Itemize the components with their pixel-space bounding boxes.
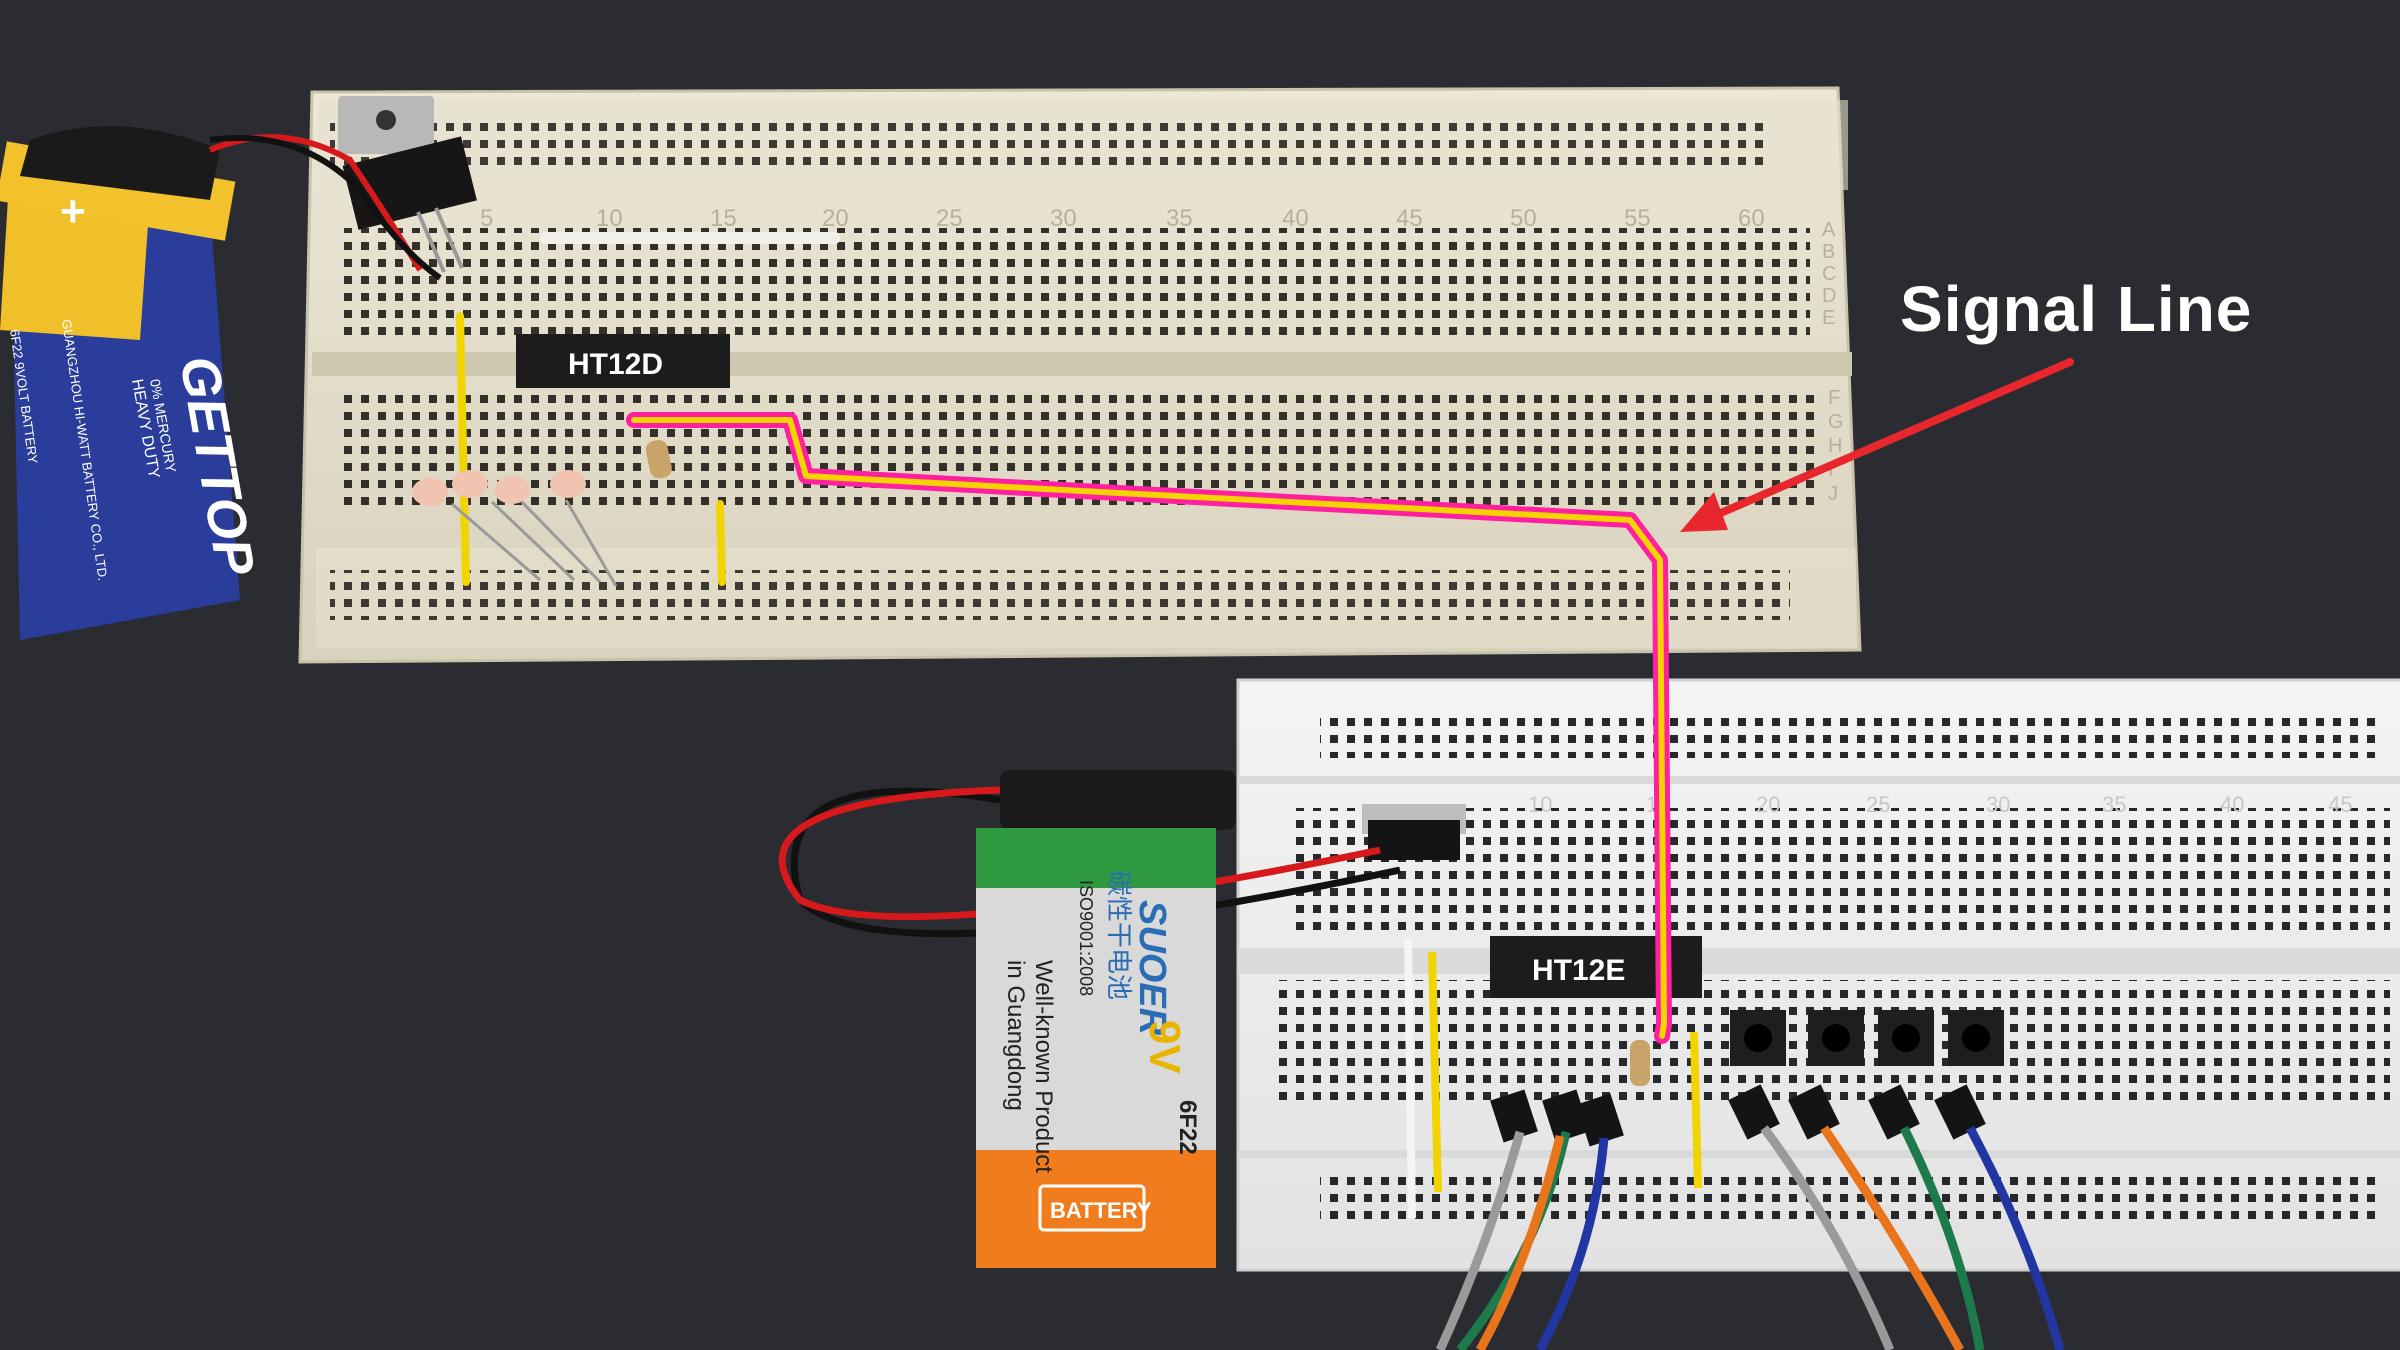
resistor-top bbox=[645, 440, 672, 479]
signal-line-wire bbox=[626, 412, 1672, 1044]
column-number: 35 bbox=[1166, 205, 1193, 232]
jumper-wire bbox=[1690, 1031, 1702, 1189]
dupont-wires bbox=[1435, 1084, 2065, 1350]
voltage-regulator-bottom bbox=[1362, 804, 1466, 860]
row-letter: D bbox=[1822, 285, 1836, 307]
column-number: 55 bbox=[1624, 205, 1651, 232]
column-number: 40 bbox=[2220, 792, 2244, 817]
row-letter: C bbox=[1822, 263, 1836, 285]
column-number: 50 bbox=[1510, 205, 1537, 232]
column-number: 40 bbox=[1282, 205, 1309, 232]
column-number: 10 bbox=[596, 205, 623, 232]
row-letter: J bbox=[1828, 483, 1838, 505]
row-letter: I bbox=[1828, 459, 1834, 481]
column-number: 15 bbox=[710, 205, 737, 232]
column-number: 45 bbox=[1396, 205, 1423, 232]
resistor-bottom bbox=[1630, 1040, 1650, 1086]
row-letters-top: A B C D E F G H I J bbox=[1822, 219, 1844, 505]
battery-cn-text: 碳性干电池 bbox=[1104, 870, 1134, 1000]
voltage-regulator-top bbox=[338, 96, 477, 273]
chip-label: HT12D bbox=[568, 348, 663, 381]
column-number: 20 bbox=[1756, 792, 1780, 817]
column-number: 10 bbox=[1528, 792, 1552, 817]
row-letter: G bbox=[1828, 411, 1844, 433]
battery-cert: ISO9001:2008 bbox=[1076, 880, 1096, 996]
column-number: 20 bbox=[822, 205, 849, 232]
battery-label: BATTERY bbox=[1050, 1198, 1152, 1223]
battery-model: 6F22 bbox=[1174, 1100, 1201, 1155]
column-number: 60 bbox=[1738, 205, 1765, 232]
battery-side-text: in Guangdong bbox=[1002, 960, 1029, 1111]
jumper-wire bbox=[1428, 951, 1442, 1193]
push-buttons bbox=[1730, 1010, 2004, 1066]
battery-gettop: + GETTOP 0% MERCURY HEAVY DUTY GUANGZHOU… bbox=[0, 126, 266, 640]
battery-lead bbox=[209, 135, 442, 281]
battery-suoer: BATTERY SUOER 9V 6F22 碳性干电池 ISO9001:2008… bbox=[976, 770, 1236, 1268]
arrow-icon bbox=[1680, 358, 2074, 532]
column-number: 30 bbox=[1050, 205, 1077, 232]
annotation-label: Signal Line bbox=[1900, 273, 2253, 345]
jumper-wire bbox=[456, 312, 470, 586]
battery-side-text: Well-known Product bbox=[1030, 960, 1057, 1173]
jumper-wire bbox=[716, 500, 726, 586]
column-number: 45 bbox=[2328, 792, 2352, 817]
row-letter: H bbox=[1828, 435, 1842, 457]
column-numbers-top: 5 10 15 20 25 30 35 40 45 50 55 60 bbox=[480, 205, 1765, 232]
breadboard-bottom: 10 15 20 25 30 35 40 45 bbox=[1236, 678, 2400, 1272]
battery-voltage: 9V bbox=[1140, 1020, 1189, 1074]
battery-brand: SUOER bbox=[1131, 900, 1173, 1036]
chip-ht12d: HT12D bbox=[516, 334, 730, 388]
chip-label: HT12E bbox=[1532, 954, 1625, 987]
row-letter: B bbox=[1822, 241, 1835, 263]
row-letter: A bbox=[1822, 219, 1836, 241]
jumper-wire bbox=[1404, 937, 1416, 1219]
column-number: 35 bbox=[2102, 792, 2126, 817]
led-array bbox=[412, 470, 618, 587]
column-number: 25 bbox=[1866, 792, 1890, 817]
battery-plus: + bbox=[60, 187, 86, 236]
row-letter: F bbox=[1828, 387, 1840, 409]
row-letter: E bbox=[1822, 307, 1835, 329]
column-number: 5 bbox=[480, 205, 493, 232]
column-number: 25 bbox=[936, 205, 963, 232]
column-number: 30 bbox=[1986, 792, 2010, 817]
